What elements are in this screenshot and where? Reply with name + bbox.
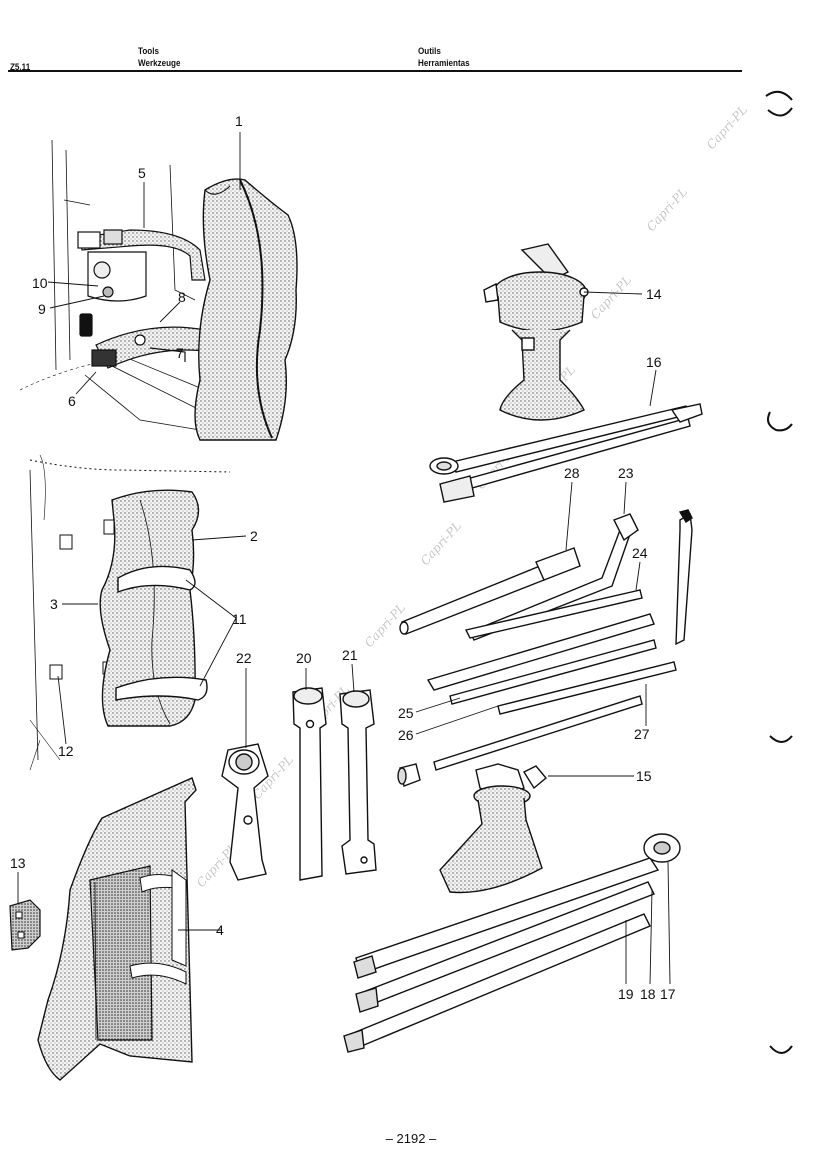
binder-hole-mark bbox=[765, 90, 793, 101]
callout-15: 15 bbox=[636, 768, 652, 784]
callout-3: 3 bbox=[50, 596, 58, 612]
binder-hole-mark bbox=[767, 411, 793, 432]
callout-7: 7 bbox=[176, 345, 184, 361]
title-english: Tools bbox=[138, 46, 159, 57]
mounting-bracket bbox=[9, 899, 41, 951]
callout-21: 21 bbox=[342, 647, 358, 663]
rod-27 bbox=[433, 661, 677, 771]
bottle-jack-15 bbox=[439, 763, 547, 894]
callout-5: 5 bbox=[138, 165, 146, 181]
bent-bar-23 bbox=[469, 513, 639, 641]
callout-2: 2 bbox=[250, 528, 258, 544]
rod-24 bbox=[464, 589, 643, 639]
tool-roll bbox=[194, 178, 298, 441]
callout-12: 12 bbox=[58, 743, 74, 759]
callout-10: 10 bbox=[32, 275, 48, 291]
callout-9: 9 bbox=[38, 301, 46, 317]
header-rule bbox=[8, 70, 742, 72]
callout-27: 27 bbox=[634, 726, 650, 742]
callout-11: 11 bbox=[232, 611, 247, 627]
tool-bag bbox=[99, 489, 208, 727]
watermark-text: Capri-PL bbox=[704, 103, 750, 152]
watermark-text: Capri-PL bbox=[418, 519, 464, 568]
watermark-text: Capri-PL bbox=[644, 185, 690, 234]
callout-8: 8 bbox=[178, 289, 186, 305]
title-german: Werkzeuge bbox=[138, 58, 181, 69]
extension-bar-28 bbox=[399, 547, 581, 635]
scissor-jack-14 bbox=[483, 243, 589, 421]
callout-18: 18 bbox=[640, 986, 656, 1002]
watermark-text: Capri-PL bbox=[588, 273, 634, 322]
lever-bar-17 bbox=[353, 833, 681, 979]
title-french: Outils bbox=[418, 46, 441, 57]
callout-26: 26 bbox=[398, 727, 414, 743]
crank-25 bbox=[426, 509, 693, 691]
callout-6: 6 bbox=[68, 393, 76, 409]
callout-14: 14 bbox=[646, 286, 662, 302]
binder-holes bbox=[765, 90, 793, 1054]
section-number: Z5.11 bbox=[10, 62, 31, 73]
callout-17: 17 bbox=[660, 986, 676, 1002]
callout-25: 25 bbox=[398, 705, 414, 721]
callout-28: 28 bbox=[564, 465, 580, 481]
box-spanner-20 bbox=[292, 687, 327, 881]
lever-bar-19 bbox=[343, 913, 651, 1053]
tool-bag-large bbox=[37, 777, 197, 1081]
box-spanner-21 bbox=[339, 689, 377, 875]
socket-cap bbox=[397, 763, 421, 787]
rod-26 bbox=[449, 639, 657, 705]
callout-22: 22 bbox=[236, 650, 252, 666]
binder-hole-mark bbox=[767, 107, 793, 117]
leader-lines bbox=[17, 132, 671, 985]
callout-4: 4 bbox=[216, 922, 224, 938]
callout-19: 19 bbox=[618, 986, 634, 1002]
callout-labels: 1 2 3 4 5 6 7 8 9 10 11 12 13 14 15 16 1… bbox=[10, 113, 676, 1002]
callout-23: 23 bbox=[618, 465, 634, 481]
jack-handle-16 bbox=[429, 403, 703, 503]
title-spanish: Herramientas bbox=[418, 58, 470, 69]
lever-bar-18 bbox=[355, 881, 655, 1013]
callout-24: 24 bbox=[632, 545, 648, 561]
box-spanner-22 bbox=[221, 743, 269, 881]
callout-1: 1 bbox=[235, 113, 243, 129]
trunk-bracket-assembly bbox=[19, 139, 213, 431]
callout-16: 16 bbox=[646, 354, 662, 370]
page-number: – 2192 – bbox=[385, 1131, 437, 1146]
callout-13: 13 bbox=[10, 855, 26, 871]
callout-20: 20 bbox=[296, 650, 312, 666]
binder-hole-mark bbox=[769, 735, 793, 743]
binder-hole-mark bbox=[769, 1045, 793, 1054]
